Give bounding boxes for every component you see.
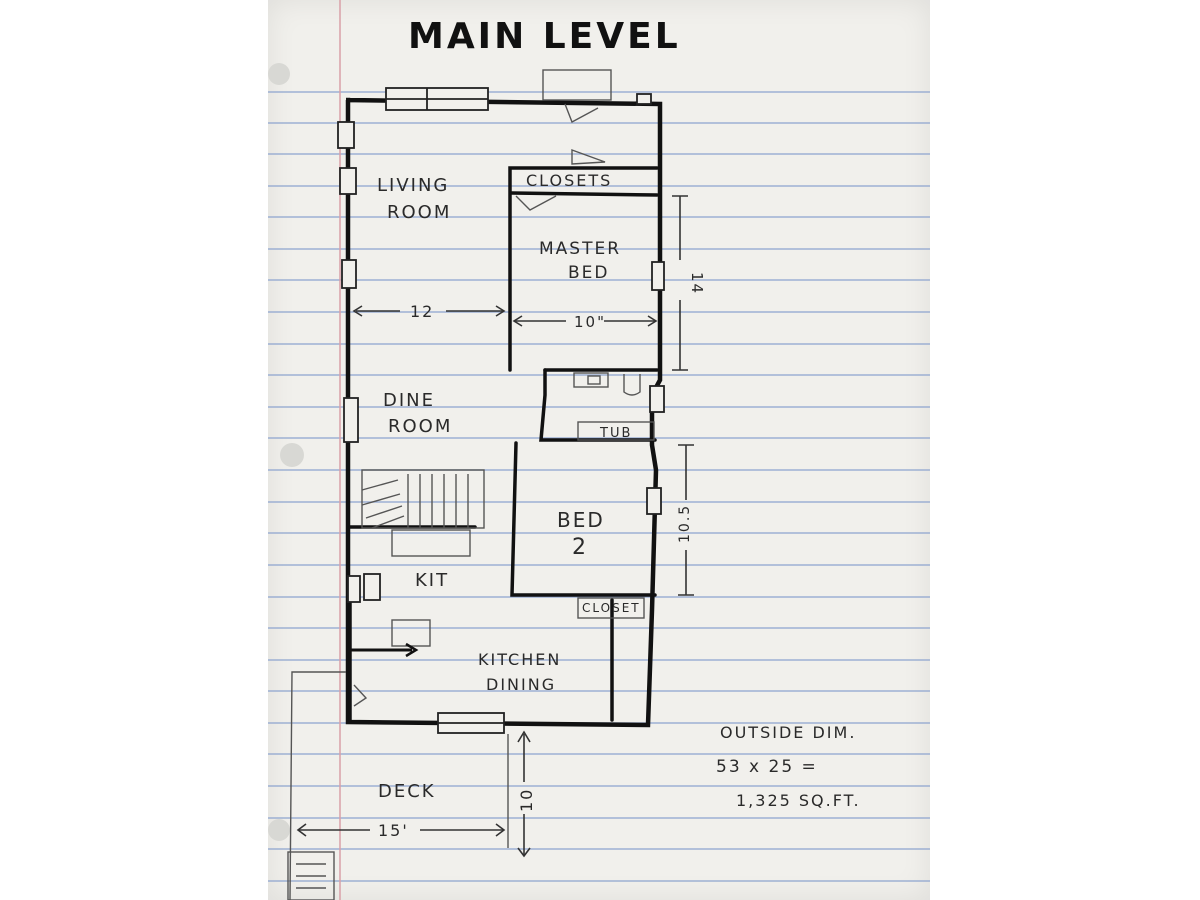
master-length-dimension: 14 xyxy=(688,272,706,295)
deck-length-dimension: 10 xyxy=(517,788,536,812)
outside-dim-total: 1,325 SQ.FT. xyxy=(736,791,861,810)
outside-dim-label: OUTSIDE DIM. xyxy=(720,723,856,742)
master-width-dimension: 10" xyxy=(574,313,606,331)
tub-label: TUB xyxy=(599,426,632,441)
dine-room-label: DINE xyxy=(383,390,435,411)
binder-hole-middle xyxy=(280,443,304,467)
bed2-length-dimension: 10.5 xyxy=(677,504,693,543)
pencil-details xyxy=(287,69,655,900)
kit-label: KIT xyxy=(415,570,449,591)
bed-2-label-2: 2 xyxy=(572,535,588,560)
bed-2-label: BED xyxy=(557,508,605,532)
plan-title: MAIN LEVEL xyxy=(408,16,681,57)
binder-hole-bottom xyxy=(268,819,290,841)
deck-width-dimension: 15' xyxy=(378,821,409,840)
living-room-label: LIVING xyxy=(377,175,449,196)
binder-hole-top xyxy=(268,63,290,85)
ruled-lines xyxy=(268,91,930,882)
living-room-label-2: ROOM xyxy=(387,202,451,223)
kitchen-dining-label: KITCHEN xyxy=(478,650,561,669)
master-bed-label-2: BED xyxy=(568,263,610,283)
closet-label: CLOSET xyxy=(582,601,641,615)
windows xyxy=(337,87,665,734)
outside-dim-calc: 53 x 25 = xyxy=(716,757,818,777)
deck-label: DECK xyxy=(378,781,436,802)
living-width-dimension: 12 xyxy=(410,302,434,321)
dimension-lines xyxy=(296,195,694,858)
dine-room-label-2: ROOM xyxy=(388,416,452,437)
closets-label: CLOSETS xyxy=(526,171,612,190)
kitchen-dining-label-2: DINING xyxy=(486,675,556,694)
notebook-paper xyxy=(268,0,930,900)
master-bed-label: MASTER xyxy=(539,239,621,259)
